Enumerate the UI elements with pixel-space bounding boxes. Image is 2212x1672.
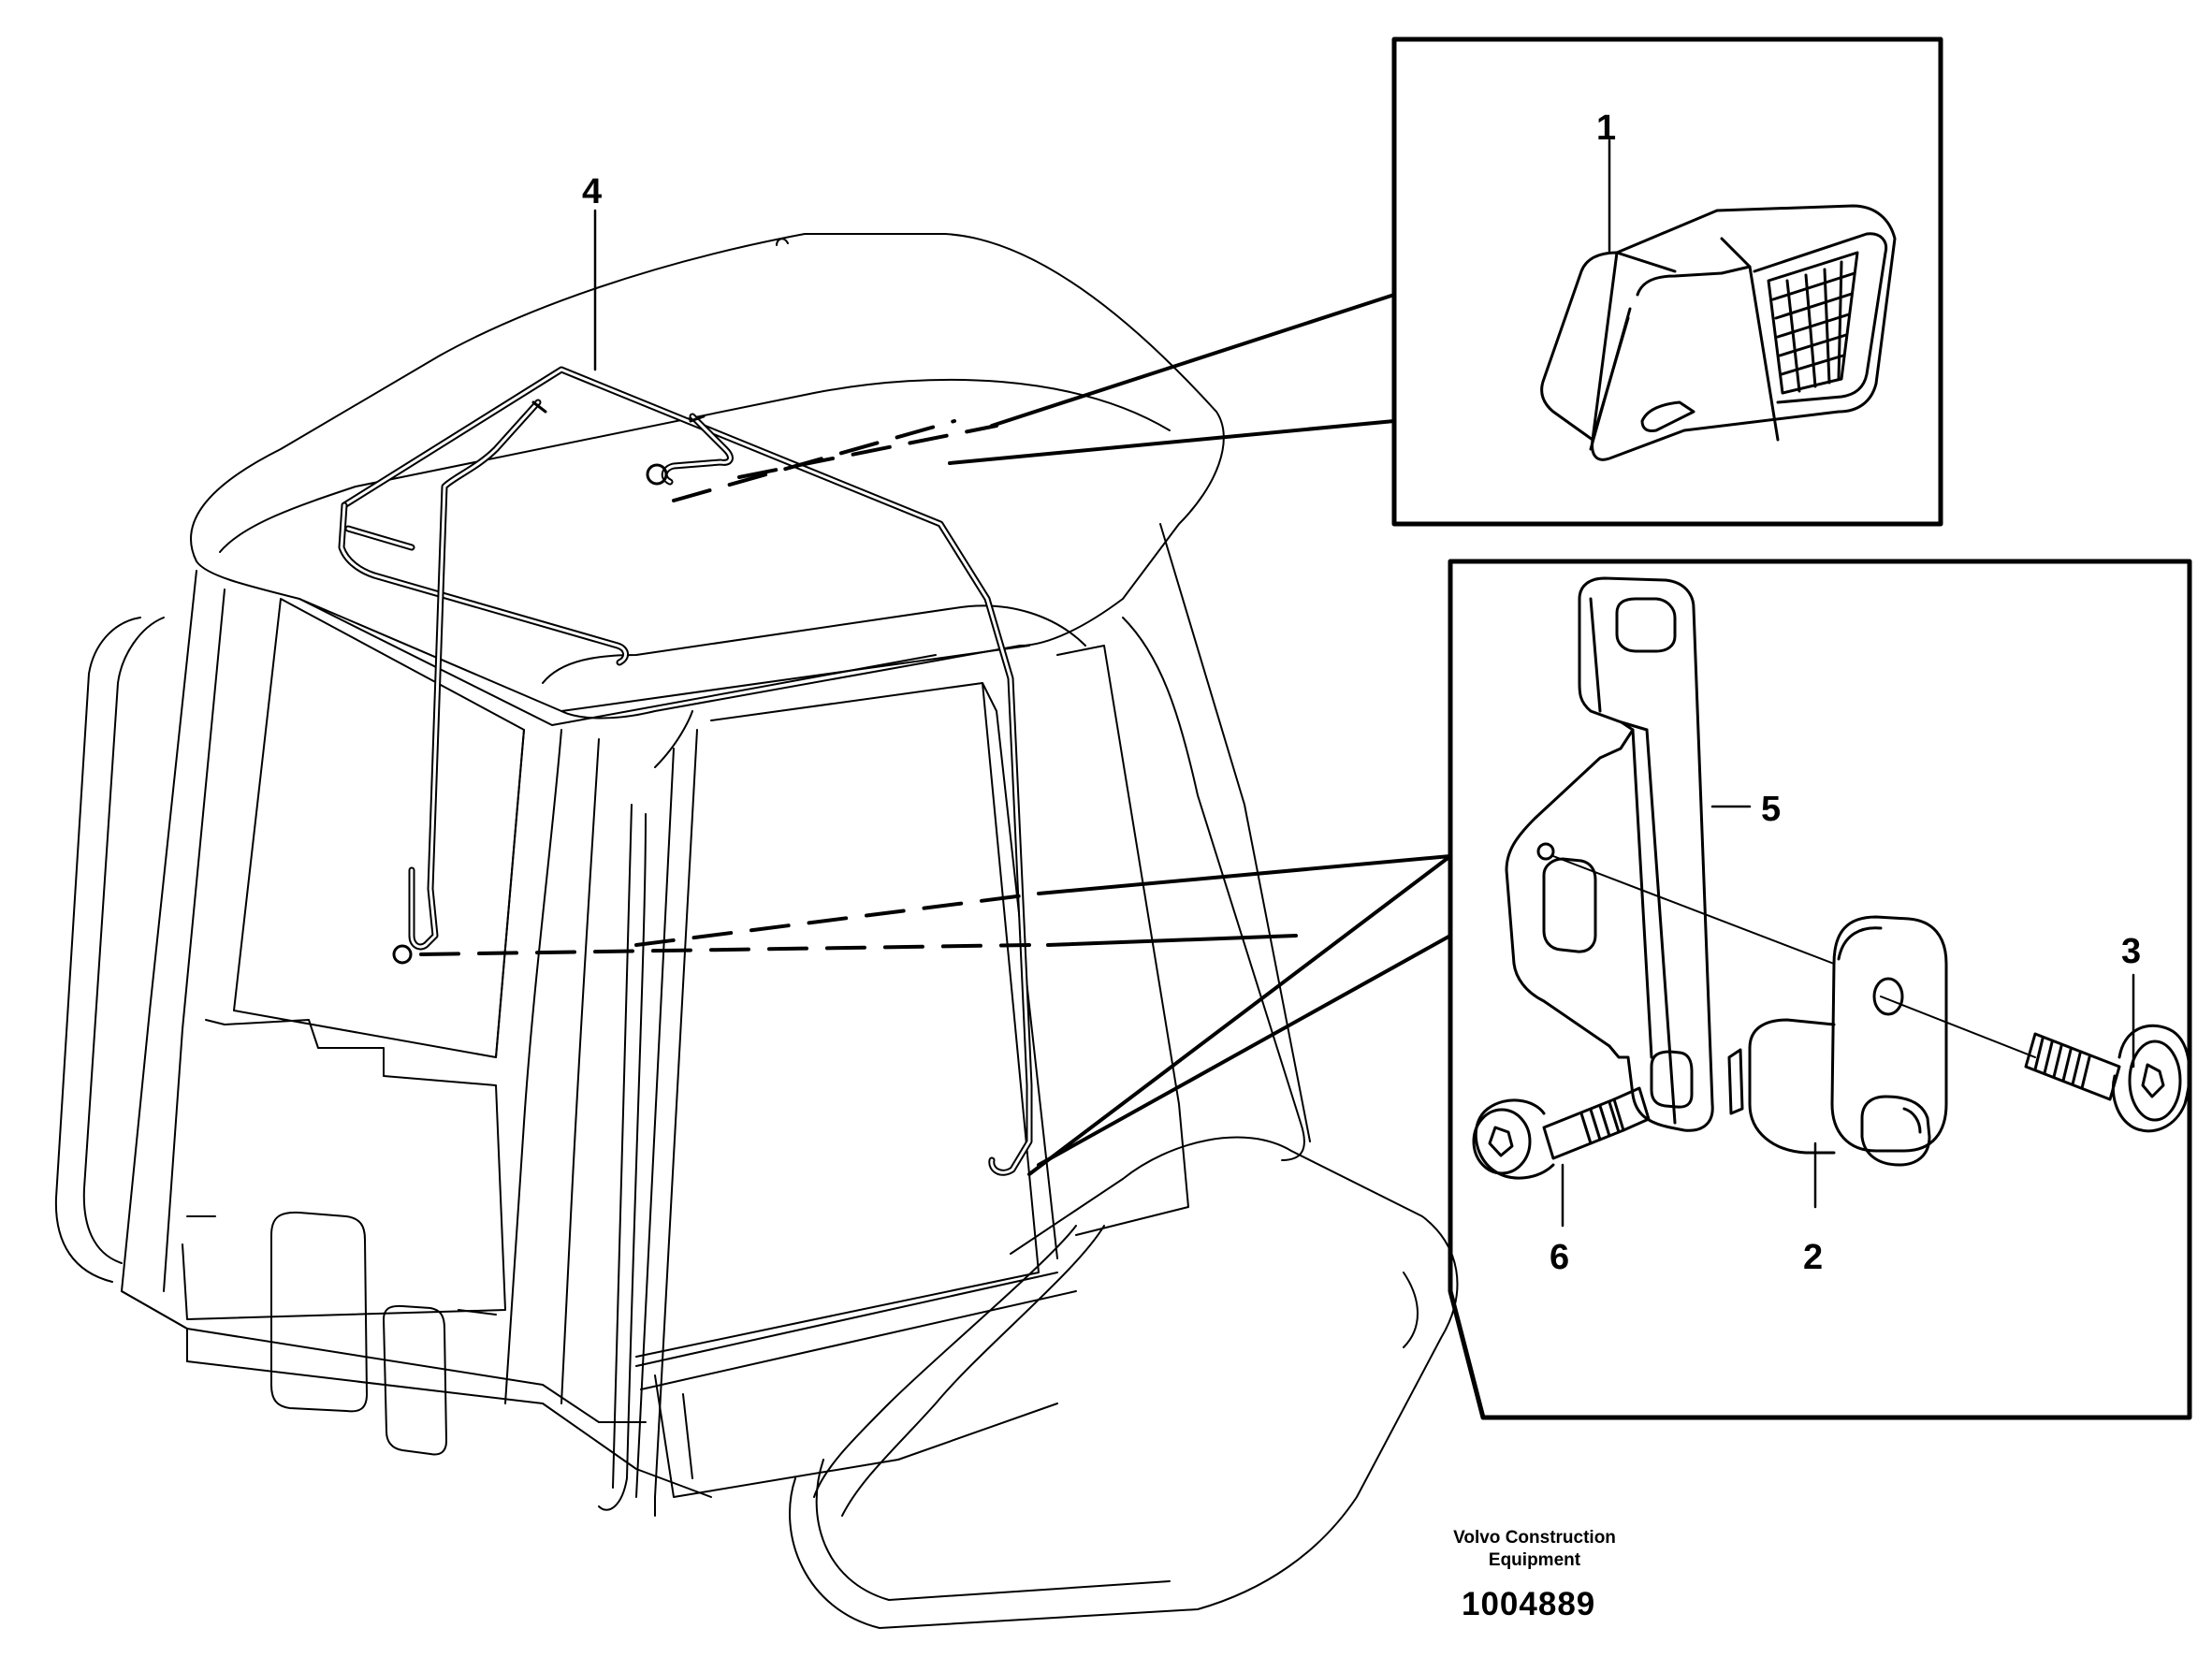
mounting-bracket <box>1505 576 1714 1132</box>
detail-box-switch <box>1448 559 2192 1420</box>
callout-1: 1 <box>1596 109 1617 148</box>
callout-leaders <box>1561 805 2135 1228</box>
callout-4: 4 <box>582 172 603 211</box>
bolt-right <box>2024 1024 2191 1133</box>
courtesy-lamp <box>1540 204 1897 461</box>
detail-box-lamp <box>1391 36 1943 527</box>
callout-3: 3 <box>2121 932 2142 971</box>
bolt-left <box>1472 1086 1651 1180</box>
callout-2: 2 <box>1803 1238 1824 1277</box>
manufacturer-line-2: Equipment <box>1488 1549 1581 1570</box>
door-switch <box>1727 915 1948 1167</box>
connector-lines <box>948 293 1452 1176</box>
callout-6: 6 <box>1550 1238 1570 1277</box>
manufacturer-line-1: Volvo Construction <box>1453 1528 1616 1548</box>
callout-leaders-top <box>593 138 1611 371</box>
cable-harness <box>338 366 1033 1176</box>
cab-illustration <box>54 233 1459 1629</box>
manufacturer-label: Volvo Construction Equipment <box>1404 1527 1666 1572</box>
drawing-number: 1004889 <box>1462 1586 1596 1622</box>
callout-5: 5 <box>1761 790 1782 829</box>
leader-lines <box>419 419 1041 956</box>
